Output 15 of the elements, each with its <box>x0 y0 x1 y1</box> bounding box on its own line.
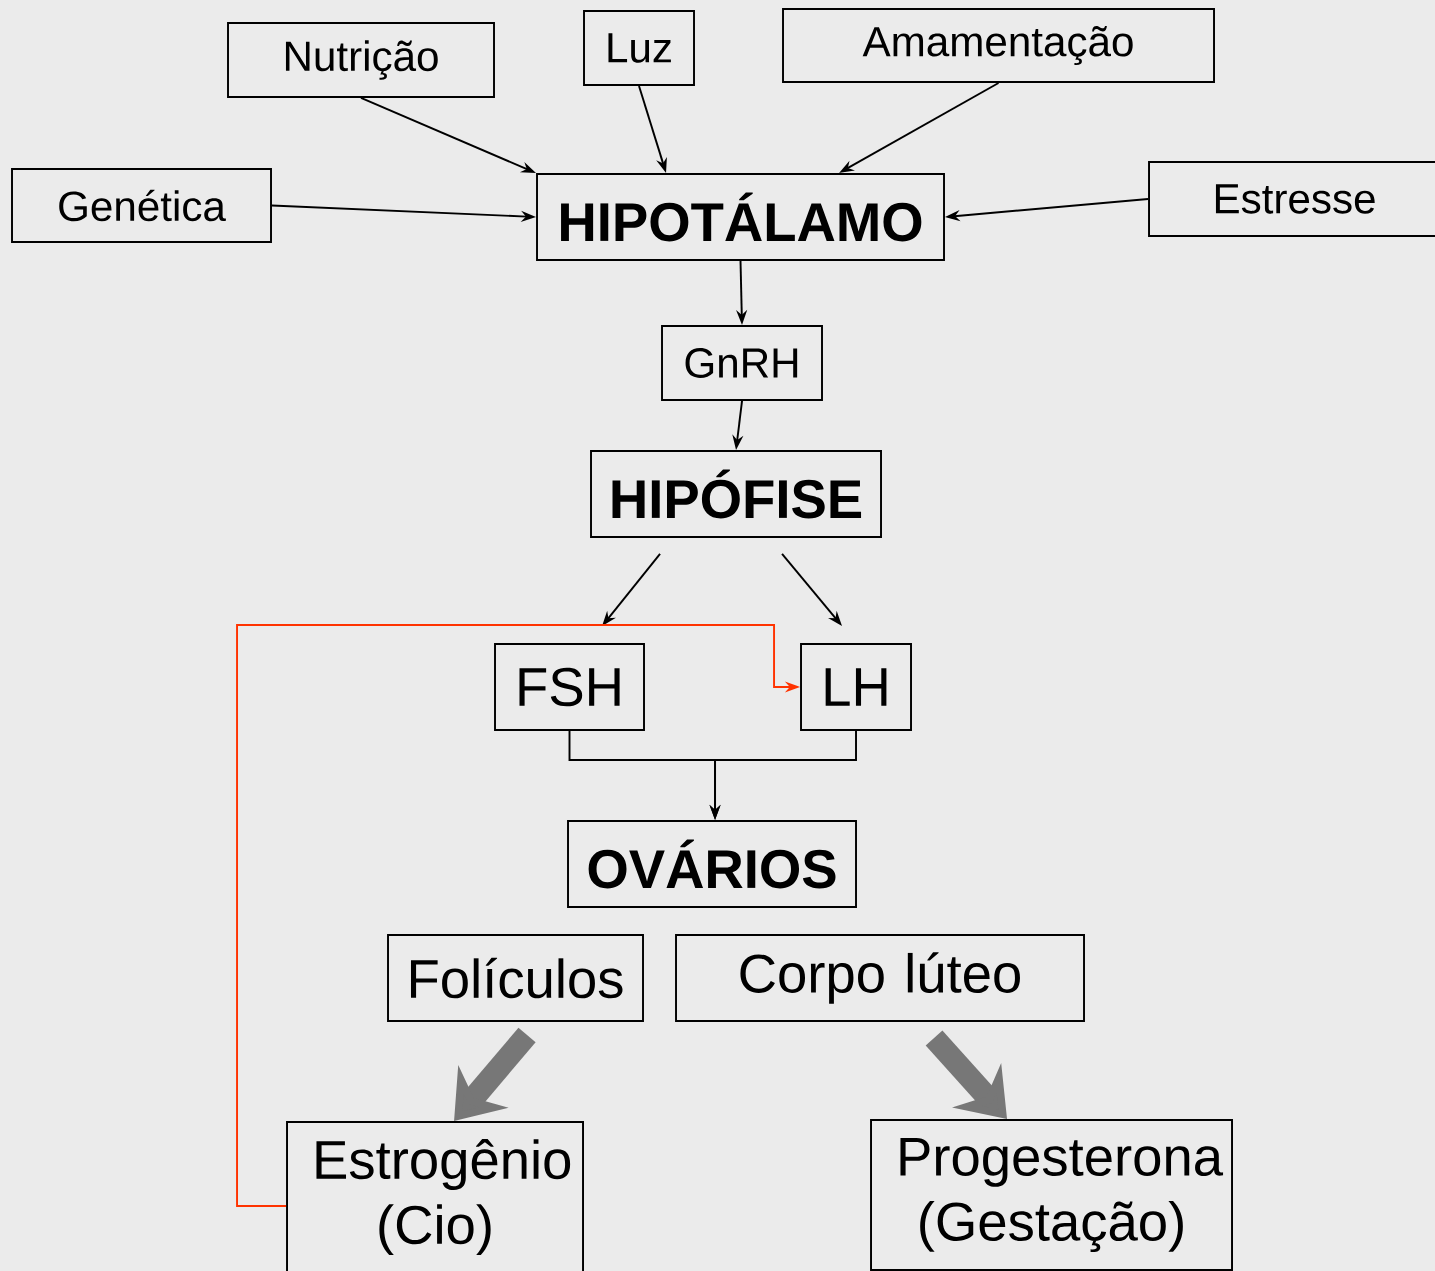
text-box: HIPOTÁLAMO <box>536 173 945 261</box>
text-box: Nutrição <box>227 22 495 98</box>
text-box: Estresse <box>1148 161 1435 237</box>
text-box: GnRH <box>661 325 823 401</box>
text-box: Estrogênio (Cio) <box>286 1121 584 1271</box>
text-box: Luz <box>583 10 695 86</box>
text-box: Folículos <box>387 934 644 1022</box>
text-box: Progesterona (Gestação) <box>870 1119 1233 1271</box>
text-box: Amamentação <box>782 8 1215 83</box>
text-box: OVÁRIOS <box>567 820 857 908</box>
text-box: LH <box>800 643 912 731</box>
text-box: Corpo lúteo <box>675 934 1085 1022</box>
text-box: Genética <box>11 168 272 243</box>
text-box: FSH <box>494 643 645 731</box>
text-box: HIPÓFISE <box>590 450 882 538</box>
